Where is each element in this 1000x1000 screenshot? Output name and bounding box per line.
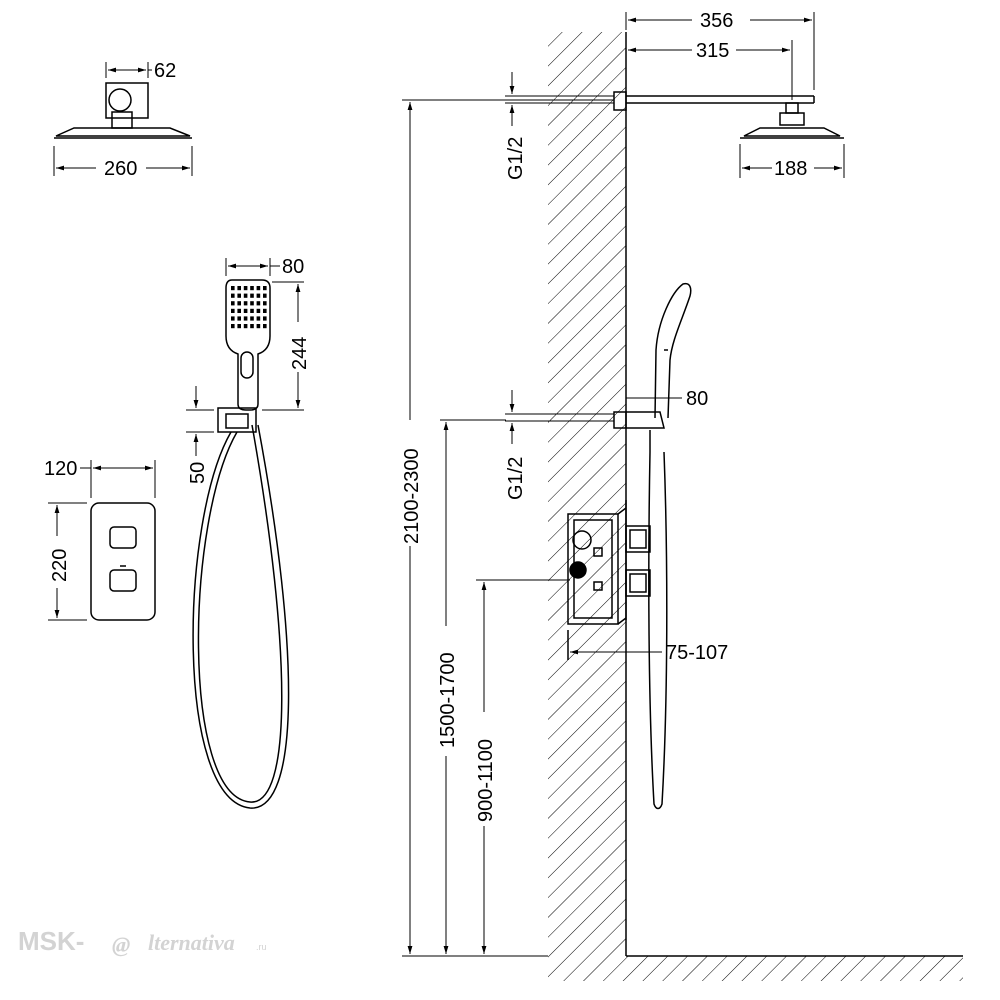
nozzle: [263, 324, 267, 329]
concealed-box: [567, 500, 627, 660]
nozzle: [256, 293, 261, 298]
hose-side: [648, 430, 668, 810]
dim-mixer-height: [476, 579, 570, 954]
dim-box-depth-label: 75-107: [666, 642, 728, 664]
dim-panel-height-label: 220: [49, 549, 71, 582]
dim-outlet-height-label: 2100-2300: [401, 448, 423, 544]
dim-thread-top: [505, 72, 614, 126]
nozzle: [243, 308, 248, 313]
mixer-controls-side: [625, 525, 651, 597]
dim-hand-length-label: 244: [289, 337, 311, 370]
dim-head-width: [53, 146, 193, 176]
dim-box-depth: [570, 640, 662, 660]
dim-arm-reach: [628, 40, 793, 100]
hand-shower-nozzles: [231, 286, 267, 329]
dim-thread-bottom: [505, 390, 614, 444]
nozzle: [250, 293, 254, 298]
dim-arm-total: [625, 12, 815, 90]
watermark-at: @: [112, 932, 130, 957]
watermark-brand: MSK-: [18, 926, 84, 956]
nozzle: [256, 308, 261, 313]
wall-section: [548, 32, 627, 956]
nozzle: [231, 286, 235, 291]
nozzle: [243, 316, 248, 321]
dim-head-width-label: 260: [104, 158, 137, 180]
dim-thread-top-label: G1/2: [505, 137, 527, 180]
nozzle: [263, 308, 267, 313]
wall-holder-side: [613, 411, 665, 429]
nozzle: [231, 316, 235, 321]
dim-hand-length: [262, 281, 304, 411]
dim-holder-height: [440, 419, 506, 954]
nozzle: [237, 316, 241, 321]
nozzle: [243, 286, 248, 291]
hand-shower: [225, 279, 271, 411]
dim-panel-width-label: 120: [44, 458, 77, 480]
nozzle: [256, 301, 261, 306]
dim-head-front: [739, 144, 845, 178]
dim-head-front-label: 188: [774, 158, 807, 180]
watermark-tld: .ru: [256, 942, 267, 952]
nozzle: [237, 286, 241, 291]
nozzle: [256, 286, 261, 291]
dim-mixer-height-label: 900-1100: [475, 739, 497, 822]
nozzle: [237, 301, 241, 306]
dim-hand-width: [225, 258, 280, 276]
nozzle: [250, 308, 254, 313]
nozzle: [243, 293, 248, 298]
dim-head-top: [105, 62, 152, 78]
nozzle: [231, 293, 235, 298]
nozzle: [237, 293, 241, 298]
dim-outlet-height: [402, 99, 614, 954]
dim-thread-bottom-label: G1/2: [505, 457, 527, 500]
nozzle: [250, 286, 254, 291]
control-panel: [90, 502, 156, 621]
nozzle: [263, 316, 267, 321]
nozzle: [263, 293, 267, 298]
nozzle: [237, 324, 241, 329]
dim-holder-offset-label: 50: [187, 462, 209, 484]
nozzle: [231, 301, 235, 306]
hose-holder: [217, 407, 257, 433]
dim-panel-width: [80, 460, 156, 498]
watermark: MSK- @ lternativa .ru: [18, 926, 267, 957]
dim-hand-width-label: 80: [282, 256, 304, 278]
dim-holder-projection-label: 80: [686, 388, 708, 410]
floor-section: [548, 955, 963, 981]
nozzle: [250, 316, 254, 321]
nozzle: [256, 316, 261, 321]
nozzle: [231, 308, 235, 313]
hand-shower-side: [654, 282, 692, 419]
nozzle: [263, 301, 267, 306]
nozzle: [231, 324, 235, 329]
dim-head-top-label: 62: [154, 60, 176, 82]
watermark-rest: lternativa: [148, 930, 235, 955]
hose: [192, 424, 290, 809]
nozzle: [243, 301, 248, 306]
nozzle: [256, 324, 261, 329]
dim-holder-offset: [186, 386, 214, 456]
nozzle: [250, 301, 254, 306]
dim-arm-reach-label: 315: [696, 40, 729, 62]
shower-arm: [613, 91, 844, 139]
head-side-view: [54, 82, 192, 139]
nozzle: [243, 324, 248, 329]
nozzle: [263, 286, 267, 291]
dim-panel-height: [48, 502, 87, 621]
nozzle: [237, 308, 241, 313]
nozzle: [250, 324, 254, 329]
dim-arm-total-label: 356: [700, 10, 733, 32]
dim-holder-height-label: 1500-1700: [437, 652, 459, 748]
